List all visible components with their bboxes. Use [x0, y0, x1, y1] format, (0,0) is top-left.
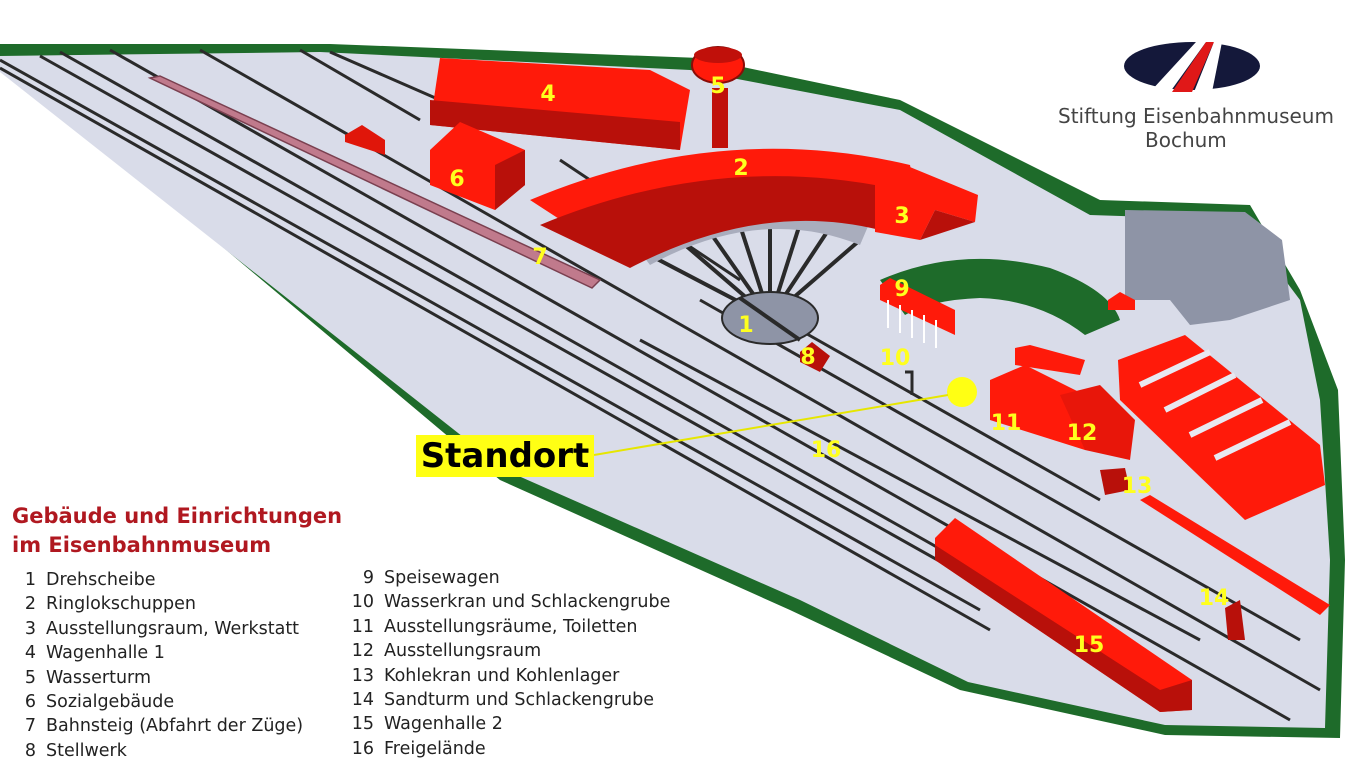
- map-number: 15: [1074, 633, 1105, 658]
- legend-item: 1 Drehscheibe: [12, 568, 303, 592]
- map-number: 12: [1067, 421, 1098, 446]
- legend-item-label: Ringlokschuppen: [46, 594, 196, 615]
- building-6: [430, 122, 525, 210]
- legend-column-right: 9 Speisewagen 10 Wasserkran und Schlackeng…: [346, 566, 671, 761]
- small-building-right: [1108, 292, 1135, 310]
- standort-pointer-line: [593, 394, 949, 456]
- legend-item-number: 4: [24, 643, 36, 664]
- map-number: 10: [880, 346, 911, 371]
- large-shed-right: [1118, 335, 1325, 520]
- legend-item-label: Speisewagen: [384, 568, 500, 588]
- legend-item: 3 Ausstellungsraum, Werkstatt: [12, 617, 303, 641]
- legend-item-label: Ausstellungsraum, Werkstatt: [46, 618, 300, 639]
- map-number: 5: [710, 74, 725, 99]
- legend-item-label: Wagenhalle 2: [384, 714, 503, 735]
- organization-name-line2: Bochum: [1145, 128, 1227, 152]
- legend-item: 6 Sozialgebäude: [12, 690, 303, 714]
- legend-item: 10 Wasserkran und Schlackengrube: [346, 590, 671, 614]
- legend-column-left: 1 Drehscheibe 2 Ringlokschuppen 3 Ausstellu…: [12, 568, 303, 763]
- map-number: 11: [991, 411, 1022, 436]
- building-5-water-tower: [691, 46, 745, 148]
- legend-item-label: Kohlekran und Kohlenlager: [384, 665, 620, 686]
- building-4: [430, 58, 690, 150]
- legend-item-number: 11: [351, 616, 374, 637]
- map-number: 16: [811, 438, 842, 463]
- legend-item-label: Ausstellungsräume, Toiletten: [384, 616, 638, 637]
- map-number: 7: [532, 245, 547, 270]
- legend-item-number: 12: [351, 641, 374, 662]
- legend-item-number: 1: [24, 570, 36, 590]
- legend-item-label: Drehscheibe: [46, 570, 156, 590]
- legend-item-number: 6: [24, 691, 36, 712]
- building-2-roundhouse: [530, 148, 920, 268]
- legend-title: Gebäude und Einrichtungen im Eisenbahnmu…: [12, 502, 342, 560]
- map-number: 2: [733, 156, 748, 181]
- building-8-signal-box: [800, 342, 830, 372]
- map-number: 3: [894, 204, 909, 229]
- legend-item: 9 Speisewagen: [346, 566, 670, 590]
- small-shed: [345, 125, 385, 155]
- legend-item-number: 7: [24, 716, 36, 737]
- legend-item-number: 13: [351, 665, 374, 686]
- legend-item-label: Bahnsteig (Abfahrt der Züge): [46, 716, 304, 737]
- legend-item: 4 Wagenhalle 1: [12, 641, 303, 665]
- legend-item-label: Stellwerk: [46, 740, 127, 761]
- legend-item: 15 Wagenhalle 2: [346, 712, 670, 736]
- legend-item-label: Ausstellungsraum: [384, 641, 542, 662]
- legend-item-label: Wagenhalle 1: [46, 643, 165, 664]
- building-3: [875, 165, 978, 240]
- building-9-dining-car: [880, 278, 955, 348]
- map-number: 6: [449, 167, 464, 192]
- legend-item: 5 Wasserturm: [12, 666, 303, 690]
- building-15: [935, 518, 1192, 712]
- organization-name: Stiftung Eisenbahnmuseum Bochum: [1058, 104, 1358, 152]
- standort-marker: [947, 377, 977, 407]
- organization-name-line1: Stiftung Eisenbahnmuseum: [1058, 104, 1334, 128]
- legend-item-number: 2: [24, 594, 36, 615]
- map-number: 14: [1199, 586, 1230, 611]
- map-number: 1: [738, 313, 753, 338]
- standort-label: Standort: [416, 435, 594, 477]
- legend-item-label: Wasserkran und Schlackengrube: [384, 592, 671, 613]
- building-12: [1060, 385, 1135, 460]
- legend-item-label: Freigelände: [384, 738, 486, 759]
- map-number: 9: [894, 277, 909, 302]
- map-number: 13: [1122, 474, 1153, 499]
- legend-item: 11 Ausstellungsräume, Toiletten: [346, 615, 670, 639]
- legend-item-label: Sandturm und Schlackengrube: [384, 689, 655, 710]
- legend-item-number: 9: [362, 568, 374, 588]
- legend-item: 14 Sandturm und Schlackengrube: [346, 688, 670, 712]
- building-7-platform: [147, 75, 602, 289]
- legend-title-line1: Gebäude und Einrichtungen: [12, 504, 343, 528]
- legend-title-line2: im Eisenbahnmuseum: [12, 533, 272, 557]
- legend-item-number: 3: [24, 618, 36, 639]
- legend-item: 16 Freigelände: [346, 737, 670, 761]
- legend-item: 13 Kohlekran und Kohlenlager: [346, 664, 670, 688]
- building-11: [990, 345, 1085, 450]
- inner-grass: [880, 258, 1120, 335]
- legend-item: 8 Stellwerk: [12, 739, 303, 763]
- legend-item: 2 Ringlokschuppen: [12, 592, 303, 616]
- legend-item-number: 8: [24, 740, 36, 761]
- building-10-water-crane: [905, 370, 914, 395]
- legend-item-number: 14: [351, 689, 374, 710]
- legend-item-label: Wasserturm: [46, 667, 151, 688]
- building-13-coal-crane: [1100, 468, 1130, 495]
- legend-item-number: 16: [351, 738, 374, 759]
- legend-item-number: 15: [351, 714, 374, 735]
- map-number: 8: [800, 345, 815, 370]
- legend-item: 12 Ausstellungsraum: [346, 639, 670, 663]
- legend-item-label: Sozialgebäude: [46, 691, 175, 712]
- building-14-sand-tower: [1140, 495, 1330, 640]
- map-number: 4: [540, 82, 555, 107]
- legend-item-number: 5: [24, 667, 36, 688]
- paved-area: [1125, 210, 1290, 325]
- legend-item-number: 10: [351, 592, 374, 613]
- legend-item: 7 Bahnsteig (Abfahrt der Züge): [12, 714, 303, 738]
- museum-logo: [1124, 42, 1260, 92]
